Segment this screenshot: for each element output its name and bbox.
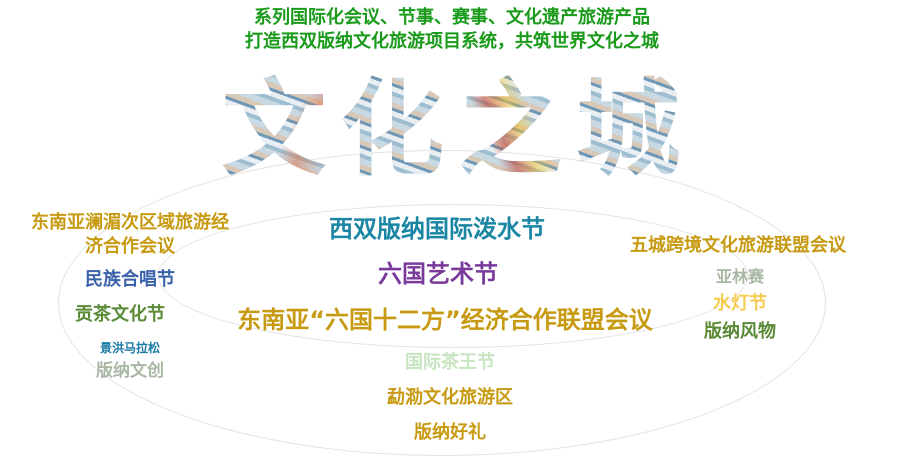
- left-item-tea-culture-festival: 贡茶文化节: [75, 304, 165, 325]
- headline-line-1: 系列国际化会议、节事、赛事、文化遗产旅游产品: [254, 7, 650, 28]
- right-item-banna-local-goods: 版纳风物: [704, 321, 776, 342]
- bottom-item-banna-gifts: 版纳好礼: [414, 422, 486, 443]
- left-item-lancang-mekong-line1: 东南亚澜湄次区域旅游经: [31, 212, 229, 233]
- headline-line-2: 打造西双版纳文化旅游项目系统，共筑世界文化之城: [245, 31, 659, 52]
- center-item-water-festival: 西双版纳国际泼水节: [0, 213, 904, 245]
- right-item-five-cities-alliance: 五城跨境文化旅游联盟会议: [630, 235, 846, 256]
- center-item-alliance-meeting-label: 东南亚“六国十二方”经济合作联盟会议: [237, 306, 653, 334]
- big-title: 文化之城: [222, 68, 695, 190]
- left-item-lancang-mekong-line2: 济合作会议: [85, 236, 175, 257]
- center-item-six-nations-art: 六国艺术节: [0, 258, 904, 290]
- bottom-item-tea-king-festival: 国际茶王节: [405, 352, 495, 373]
- left-item-jinghong-marathon: 景洪马拉松: [99, 341, 160, 355]
- bottom-item-menglei-tourism-zone: 勐泐文化旅游区: [387, 387, 513, 408]
- right-item-water-lantern-festival: 水灯节: [713, 293, 767, 314]
- left-item-banna-creative: 版纳文创: [96, 361, 164, 381]
- left-item-choir-festival: 民族合唱节: [85, 269, 175, 290]
- center-item-six-nations-art-label: 六国艺术节: [378, 260, 498, 288]
- center-item-alliance-meeting: 东南亚“六国十二方”经济合作联盟会议: [0, 304, 904, 336]
- right-item-yalin-race: 亚林赛: [715, 267, 764, 286]
- center-item-water-festival-label: 西双版纳国际泼水节: [329, 215, 545, 243]
